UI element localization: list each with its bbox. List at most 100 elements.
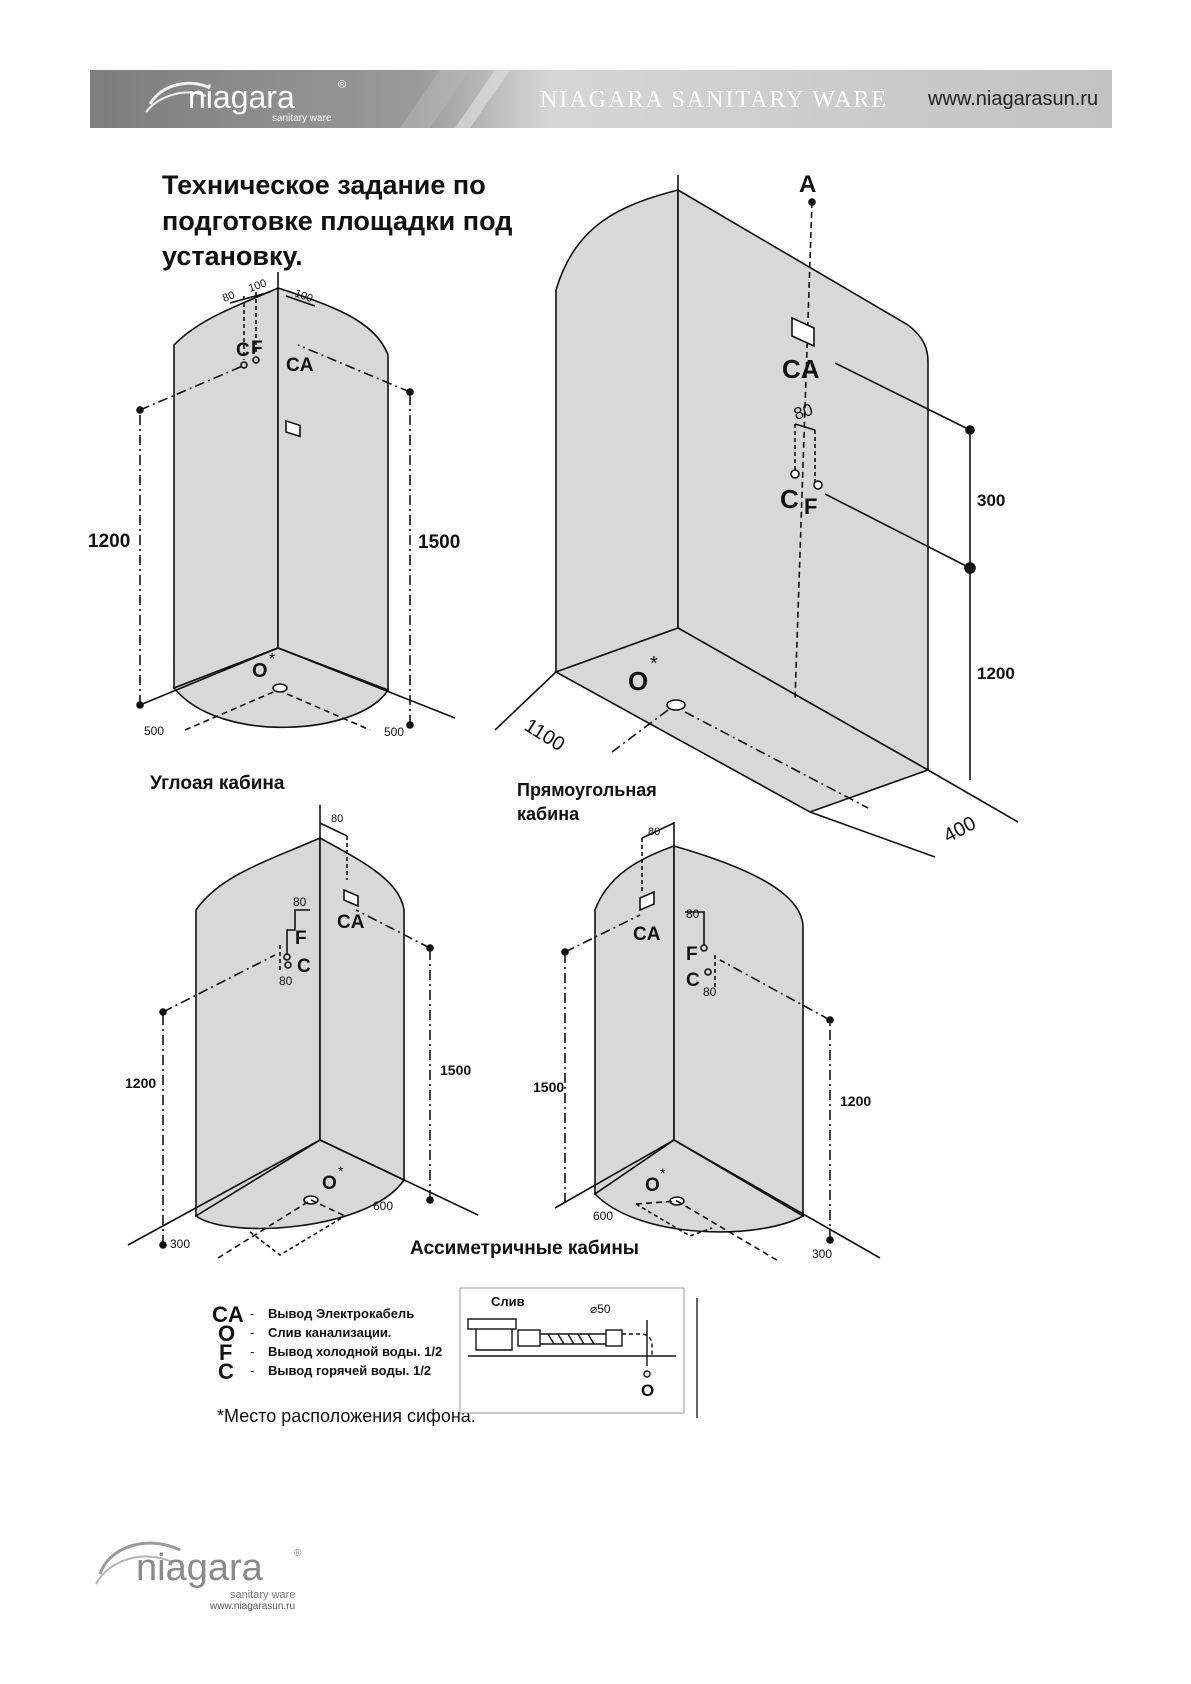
rect-dim-dot (808, 198, 816, 206)
asym-left-dim-1200: 1200 (125, 1075, 156, 1091)
corner-caption: Углоая кабина (150, 773, 285, 794)
asym-right-label-c: C (686, 970, 700, 991)
asym-left-dim-top: 80 (331, 813, 343, 825)
asym-left-wall-b (319, 836, 405, 1182)
asym-right-wall-b (673, 844, 804, 1218)
asym-left-dim-80b: 80 (279, 974, 293, 988)
rect-dim-1200: 1200 (977, 664, 1015, 683)
legend-code-c: C (218, 1359, 234, 1384)
corner-dim-line (297, 344, 411, 393)
drain-siphon-top (467, 1318, 517, 1330)
rect-base-edge (494, 671, 557, 731)
asym-right-dim-dot (561, 948, 569, 956)
footer-brand-registered: ® (294, 1548, 302, 1559)
rect-ca-leader (834, 362, 971, 431)
footer-swoosh-icon (98, 1541, 181, 1575)
asym-right-label-o: O (645, 1175, 660, 1196)
rect-drain-icon (666, 699, 686, 711)
corner-dim-dot (136, 406, 144, 414)
corner-dim-dot (136, 701, 144, 709)
asym-left-label-ca: CA (337, 912, 365, 933)
asym-right-dim-80a: 80 (686, 907, 700, 921)
corner-dim-dot (406, 388, 414, 396)
legend-footnote: *Место расположения сифона. (217, 1406, 476, 1426)
asym-right-dim-top: 80 (648, 826, 660, 838)
rect-side-wall (555, 188, 679, 674)
corner-dim-1500: 1500 (418, 532, 460, 553)
legend-dash: - (250, 1306, 254, 1321)
asym-right-base-300: 300 (812, 1247, 832, 1261)
asym-left-diagram (127, 805, 479, 1259)
asym-right-base-edge (554, 1139, 675, 1209)
rect-label-f: F (804, 494, 817, 519)
legend-code-ca: CA (212, 1302, 244, 1327)
legend-code-o: O (218, 1321, 235, 1346)
rect-cabin-diagram (494, 175, 1019, 858)
asym-right-label-f: F (686, 944, 698, 965)
header-background (90, 70, 1112, 128)
corner-label-c: C (236, 340, 250, 361)
corner-star: * (269, 651, 275, 668)
asym-right-top-dim (641, 822, 675, 839)
corner-dim-line (139, 364, 246, 411)
rect-back-wall (677, 188, 929, 772)
drain-label-o: O (641, 1381, 654, 1400)
asym-right-wall-a (594, 844, 675, 1196)
drain-siphon-body (475, 1329, 513, 1351)
corner-drain-icon (272, 683, 288, 693)
footer-logo: niagara ® sanitary ware www.niagarasun.r… (95, 1541, 302, 1612)
asym-left-drain-line (310, 1199, 346, 1217)
rect-f-leader (824, 493, 971, 569)
asym-right-hot-outlet-icon (704, 968, 712, 976)
rect-cold-outlet-icon (813, 480, 823, 490)
asym-right-cold-outlet-icon (700, 944, 708, 952)
legend-text-f: Вывод холодной воды. 1/2 (268, 1344, 442, 1359)
title-line-1: Техническое задание по (162, 170, 486, 200)
header-stripe (400, 70, 470, 128)
asym-right-base (593, 1139, 805, 1233)
page-title: Техническое задание по подготовке площад… (162, 170, 512, 271)
asym-left-dim-line (162, 954, 276, 1013)
asym-left-labels: 80 80 CA F C 80 1200 1500 O * 300 600 (125, 813, 471, 1251)
drain-outlet-pipe (622, 1333, 653, 1356)
asym-right-base-600: 600 (593, 1209, 613, 1223)
header-stripe (455, 70, 510, 128)
corner-top-dim (229, 291, 271, 304)
asym-left-dim-dot (159, 1008, 167, 1016)
drain-point-icon (643, 1370, 651, 1378)
rect-drain-dim (684, 711, 869, 809)
rect-label-o: O (628, 666, 648, 696)
asym-left-label-o: O (322, 1173, 337, 1194)
title-line-2: подготовке площадки под (162, 206, 512, 236)
asym-right-dim-line (564, 914, 641, 953)
rect-base-edge (927, 769, 1019, 823)
header-brand-tagline: sanitary ware (272, 113, 332, 124)
rect-label-c: C (780, 484, 799, 514)
corner-base-500-left: 500 (144, 724, 164, 738)
asym-right-label-ca: CA (633, 924, 661, 945)
rect-electric-box-icon (791, 316, 815, 348)
header-brand: niagara (188, 79, 295, 115)
header-company: NIAGARA SANITARY WARE (540, 87, 888, 113)
corner-dim-dot (406, 721, 414, 729)
asym-right-star: * (660, 1165, 666, 1181)
asym-left-drain-line (249, 1215, 346, 1256)
drain-pipe-corrugation (547, 1333, 595, 1345)
logo-swoosh-icon (148, 81, 211, 105)
corner-dim-1200: 1200 (88, 531, 130, 552)
asym-right-labels: 80 CA 80 F C 80 1500 1200 O * 600 300 (533, 826, 871, 1261)
asym-left-star: * (338, 1163, 344, 1179)
asym-left-dim-1500: 1500 (440, 1062, 471, 1078)
asym-left-drain-line (217, 1199, 312, 1259)
asym-right-pipe (685, 911, 705, 945)
asym-right-dim-1500: 1500 (533, 1079, 564, 1095)
legend-text-o: Слив канализации. (268, 1325, 391, 1340)
asym-caption: Ассиметричные кабины (410, 1238, 639, 1259)
corner-cabin-labels: 80 100 100 C F CA O * 1200 1500 500 500 … (88, 277, 460, 794)
legend-text-c: Вывод горячей воды. 1/2 (268, 1363, 431, 1378)
drain-title: Слив (491, 1294, 525, 1309)
header-banner: niagara ® sanitary ware NIAGARA SANITARY… (90, 70, 1112, 128)
footer-brand: niagara (136, 1547, 264, 1589)
drain-connector (605, 1329, 623, 1347)
asym-left-base-300: 300 (170, 1237, 190, 1251)
